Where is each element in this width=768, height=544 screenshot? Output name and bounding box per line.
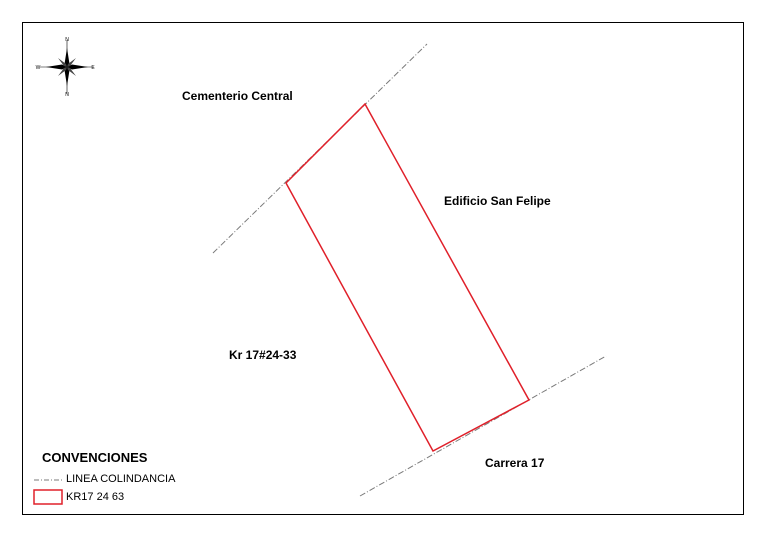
compass-w: W [36, 65, 41, 71]
boundary-line-south [359, 355, 607, 497]
legend-item-boundary: LINEA COLINDANCIA [66, 473, 176, 485]
compass-n-top: N [65, 37, 69, 43]
legend-parcel-symbol [33, 489, 63, 505]
compass-n-bottom: N [65, 92, 69, 98]
compass-rose-icon: N N W E [36, 37, 96, 98]
boundary-line-north [212, 43, 428, 254]
map-frame [22, 22, 744, 515]
parcel-kr17-24-63 [285, 102, 531, 453]
legend-item-parcel: KR17 24 63 [66, 491, 125, 503]
compass-e: E [91, 65, 95, 71]
label-cementerio-central: Cementerio Central [182, 89, 293, 103]
legend-title: CONVENCIONES [42, 450, 148, 465]
label-carrera-17: Carrera 17 [485, 456, 545, 470]
label-edificio-san-felipe: Edificio San Felipe [444, 194, 551, 208]
label-parcel-address: Kr 17#24-33 [229, 348, 297, 362]
